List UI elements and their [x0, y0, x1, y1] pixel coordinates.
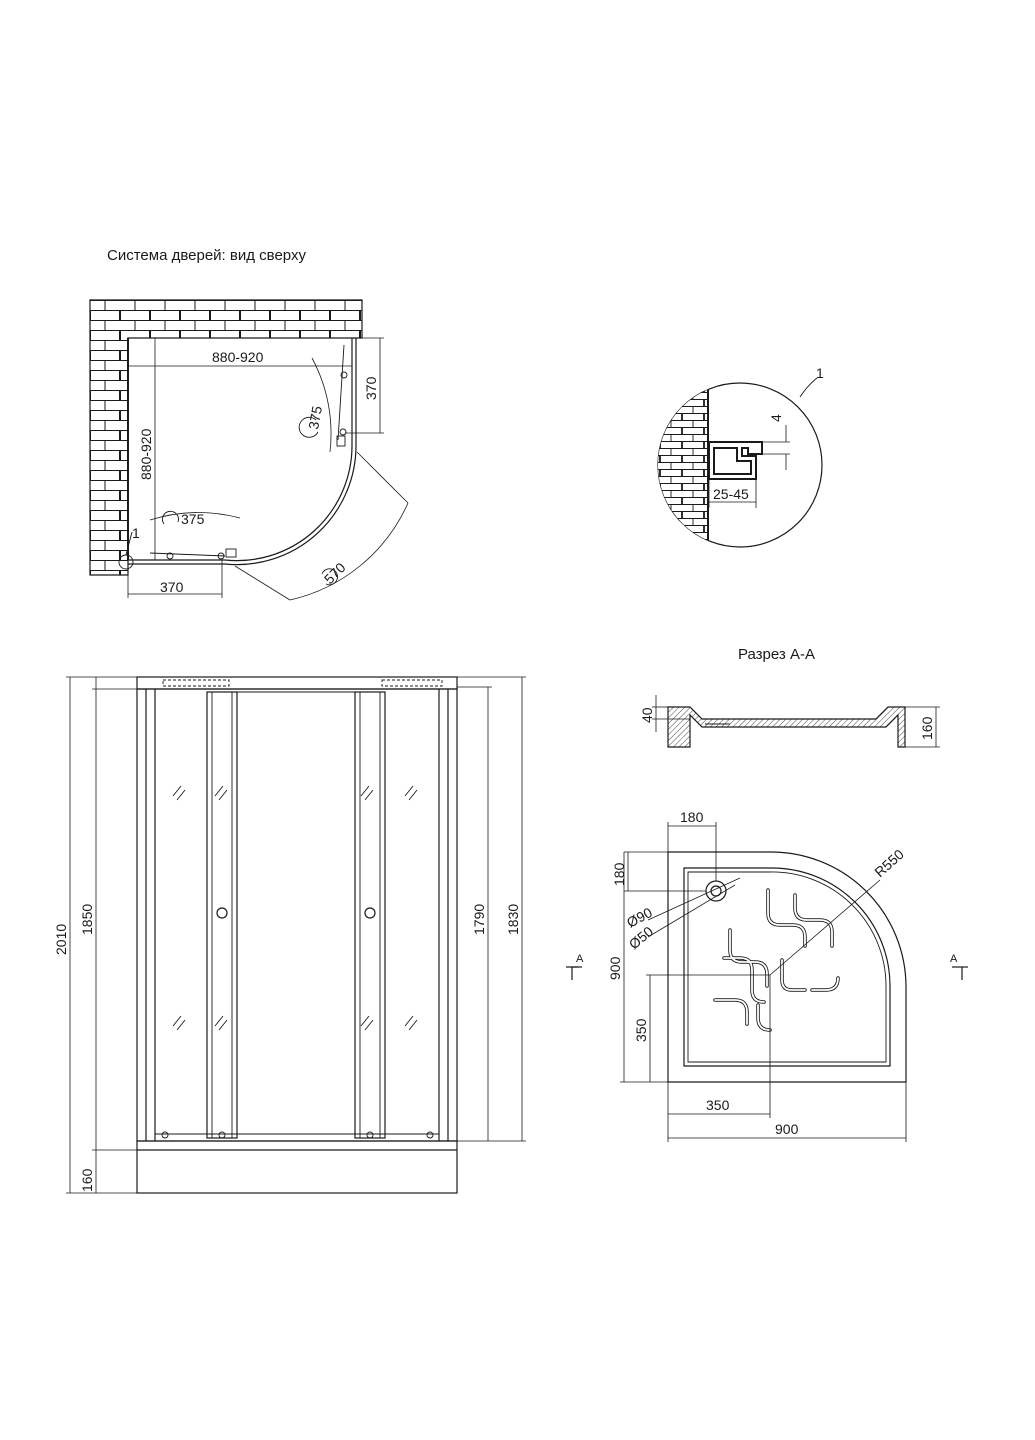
drain-outer	[705, 880, 727, 902]
section-marker-right: A	[950, 953, 958, 965]
section-dim-depth: 40	[639, 707, 655, 723]
door-handle-left	[216, 907, 228, 919]
section-title: Разрез А-А	[738, 646, 815, 663]
dim-depth: 880-920	[138, 428, 154, 480]
tray-outer	[667, 851, 907, 1083]
dim-1850: 1850	[79, 904, 95, 935]
tray-dim-900-side: 900	[607, 956, 623, 980]
tray-dim-180-side: 180	[611, 862, 627, 886]
detail-dim-range: 25-45	[713, 486, 749, 502]
detail-dim-gap: 4	[768, 414, 784, 422]
dim-arc-top: 375	[305, 405, 325, 431]
front-view: 2010 1850 160 1790 1830	[53, 676, 526, 1194]
top-view: Система дверей: вид сверху 880-920	[89, 247, 409, 601]
tray-section	[667, 706, 906, 748]
dim-radius: 570	[321, 559, 349, 587]
detail-view: 4 25-45 1	[657, 365, 824, 548]
tray-dim-radius: R550	[871, 846, 907, 880]
section-marker-left: A	[576, 953, 584, 965]
dim-right-370: 370	[363, 376, 379, 400]
wall-profile	[708, 441, 763, 480]
door-handle-right	[364, 907, 376, 919]
top-view-title: Система дверей: вид сверху	[107, 247, 306, 264]
detail-callout: 1	[816, 365, 824, 381]
dim-1790: 1790	[471, 904, 487, 935]
tray-dim-350-bottom: 350	[706, 1097, 730, 1113]
top-callout: 1	[132, 525, 140, 541]
dim-1830: 1830	[505, 904, 521, 935]
brick-wall	[89, 299, 363, 576]
tray-inner	[683, 867, 891, 1067]
tray-dim-350-side: 350	[633, 1018, 649, 1042]
dim-total-height: 2010	[53, 924, 69, 955]
dim-bottom-370: 370	[160, 579, 184, 595]
dim-tray-height: 160	[79, 1168, 95, 1192]
tray-plan: 180 180 R550 Ø90 Ø50 900 350 350 900	[566, 809, 968, 1142]
enclosure-outline	[118, 338, 357, 570]
tray-dim-180-top: 180	[680, 809, 704, 825]
section-dim-height: 160	[919, 716, 935, 740]
tray-dim-900-bottom: 900	[775, 1121, 799, 1137]
dim-width: 880-920	[212, 349, 264, 365]
dim-arc-left: 375	[181, 511, 205, 527]
tray-dim-d90: Ø90	[624, 904, 655, 931]
section-view: Разрез А-А 40 160	[639, 646, 940, 748]
